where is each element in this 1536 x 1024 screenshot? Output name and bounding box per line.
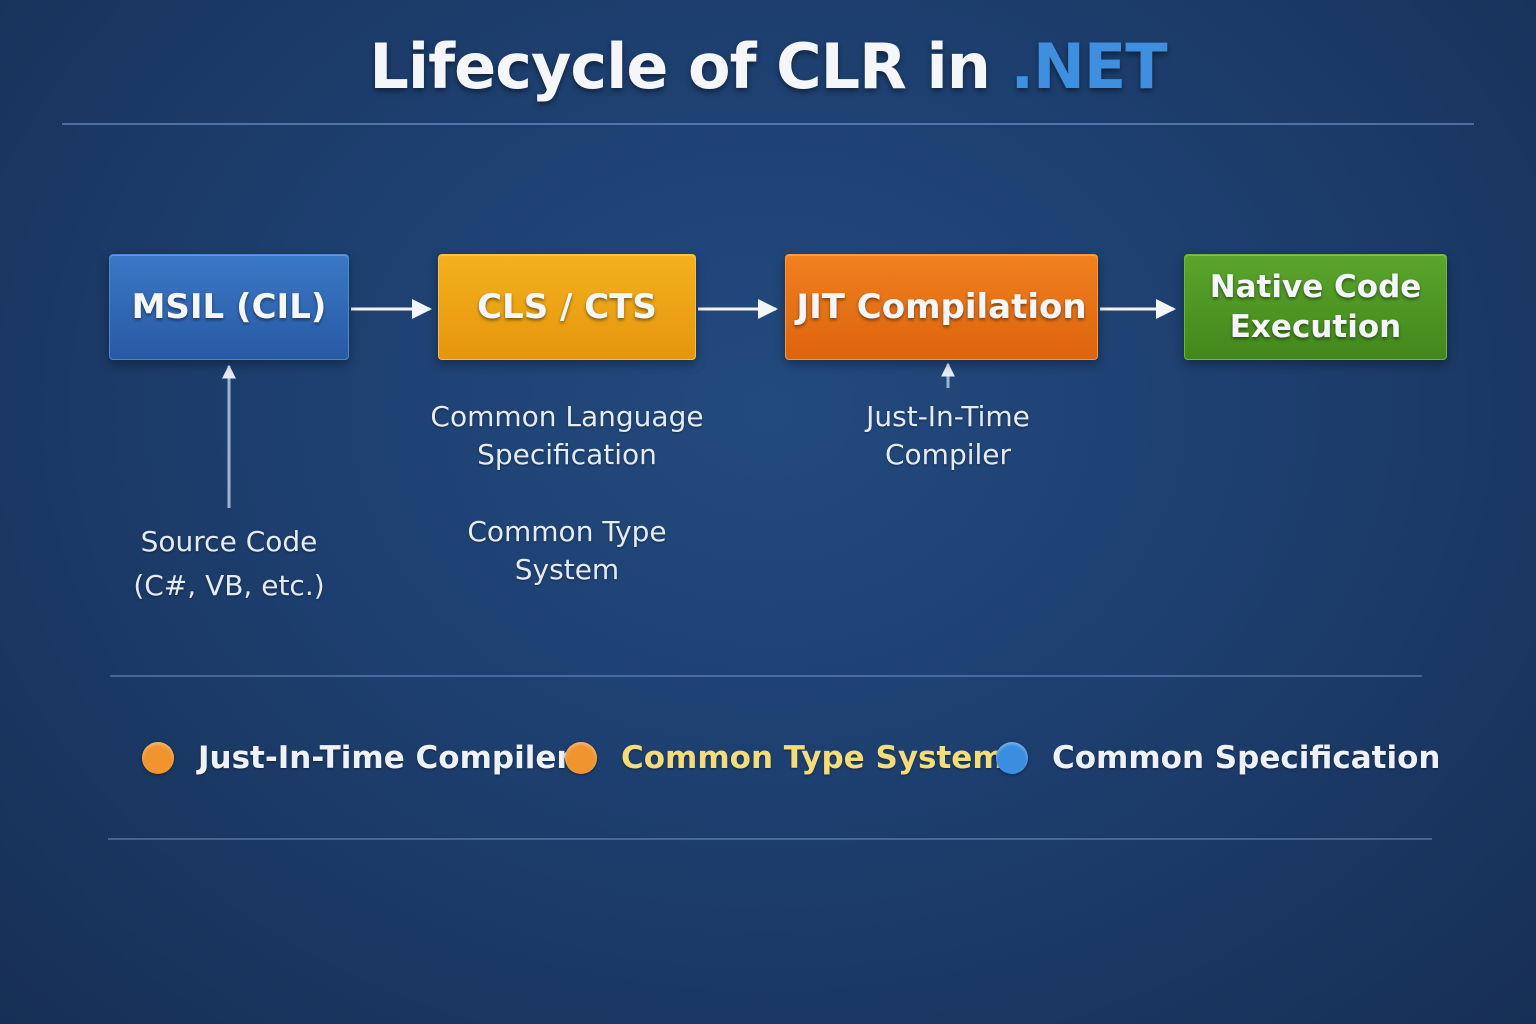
legend-dot-spec (996, 742, 1028, 774)
title-main: Lifecycle of CLR in (369, 30, 1011, 103)
legend-item-cts: Common Type System (565, 736, 1005, 780)
caption-jit-line1: Just-In-Time (866, 400, 1030, 433)
node-cls-cts-label: CLS / CTS (477, 287, 657, 327)
title-accent: .NET (1010, 30, 1167, 103)
legend-label-spec: Common Specification (1052, 740, 1441, 776)
node-cls-cts: CLS / CTS (438, 254, 696, 360)
caption-cls-line2: Specification (477, 438, 657, 471)
caption-source-line2: (C#, VB, etc.) (133, 569, 325, 602)
caption-cts-line1: Common Type (467, 515, 667, 548)
node-jit-compilation: JIT Compilation (785, 254, 1098, 360)
caption-jit-line2: Compiler (884, 438, 1012, 471)
legend-dot-cts (565, 742, 597, 774)
caption-cts-line2: System (514, 553, 620, 586)
node-native-label-line1: Native Code (1209, 269, 1422, 305)
title-divider (62, 123, 1474, 125)
node-native-execution: Native Code Execution (1184, 254, 1447, 360)
legend-label-cts: Common Type System (621, 740, 1005, 776)
legend-item-spec: Common Specification (996, 736, 1440, 780)
diagram-title: Lifecycle of CLR in .NET (0, 30, 1536, 103)
node-msil-label: MSIL (CIL) (131, 287, 327, 327)
caption-source-code: Source Code (C#, VB, etc.) (109, 520, 349, 608)
caption-source-line1: Source Code (140, 525, 318, 558)
legend-dot-jit (142, 742, 174, 774)
legend-divider-top (110, 675, 1422, 677)
caption-jit-compiler: Just-In-Time Compiler (808, 398, 1088, 474)
caption-cts: Common Type System (408, 513, 726, 589)
legend-item-jit: Just-In-Time Compiler (142, 736, 572, 780)
legend-label-jit: Just-In-Time Compiler (198, 740, 572, 776)
caption-cls-line1: Common Language (430, 400, 704, 433)
legend-divider-bottom (108, 838, 1432, 840)
node-native-label-line2: Execution (1229, 309, 1402, 345)
node-msil: MSIL (CIL) (109, 254, 349, 360)
caption-cls: Common Language Specification (408, 398, 726, 474)
node-jit-label: JIT Compilation (796, 287, 1087, 327)
